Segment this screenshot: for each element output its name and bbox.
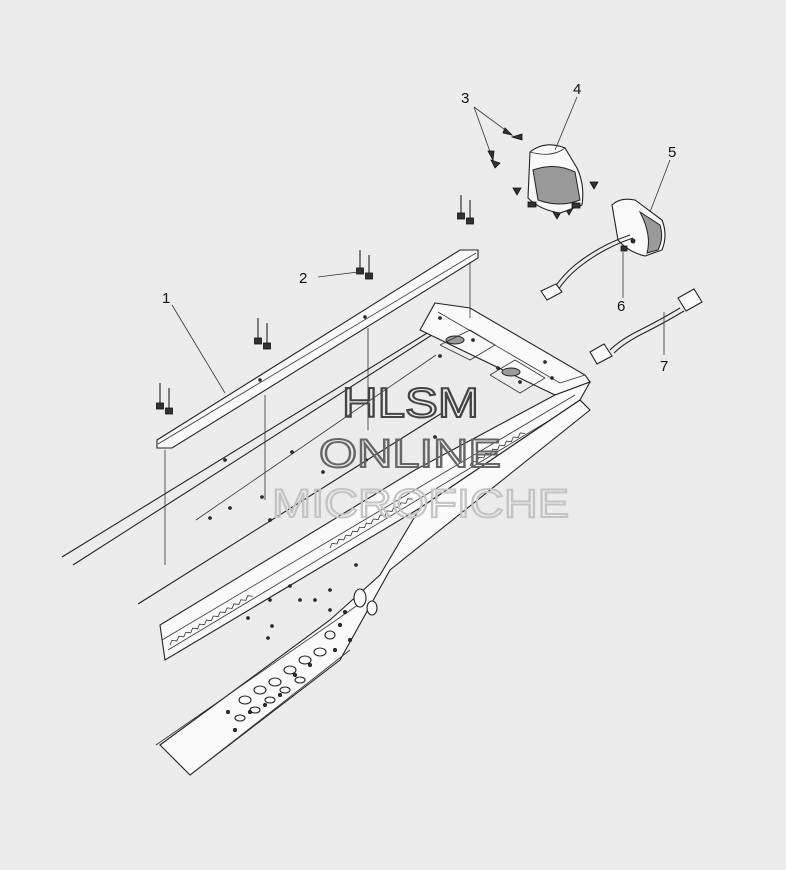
tunnel-edge-mid xyxy=(137,412,443,605)
part-3-screws xyxy=(490,133,599,220)
watermark: HLSM ONLINE MICROFICHE xyxy=(271,378,570,527)
rivet xyxy=(254,318,262,345)
main-harness-connector-bottom xyxy=(589,343,613,365)
screw xyxy=(510,133,523,141)
bracket-outline-1 xyxy=(439,329,496,361)
callout-5: 5 xyxy=(668,144,676,161)
lamp-lens xyxy=(638,210,663,254)
housing-top-edge xyxy=(529,147,566,155)
callout-2: 2 xyxy=(299,270,307,287)
callout-3: 3 xyxy=(461,90,469,107)
side-wall-crease xyxy=(161,394,576,641)
footrest-holes xyxy=(225,588,378,733)
main-harness-connector-top xyxy=(677,288,703,312)
trim-rail-body xyxy=(156,249,479,449)
callout-leaders xyxy=(171,96,671,394)
part-1-trim-rail xyxy=(156,249,479,565)
part-7-main-harness xyxy=(589,288,703,365)
callout-4: 4 xyxy=(573,81,581,98)
watermark-line-3: MICROFICHE xyxy=(272,482,569,526)
rivet xyxy=(263,323,271,350)
rivet xyxy=(165,388,173,415)
running-board-edge-2 xyxy=(189,649,351,776)
housing-tab xyxy=(571,202,581,209)
watermark-line-1: HLSM xyxy=(342,379,479,426)
lamp-terminal xyxy=(630,238,636,244)
callout-7: 7 xyxy=(660,358,668,375)
trim-rail-groove xyxy=(157,252,477,445)
housing-tab xyxy=(527,201,537,208)
harness-connector xyxy=(540,283,563,301)
callout-labels: 1 2 3 4 5 6 7 xyxy=(162,81,676,375)
rivet xyxy=(466,200,474,225)
side-wall-crease-2 xyxy=(167,401,581,651)
part-4-taillight-housing xyxy=(527,144,584,214)
tunnel-edge-mid-inner xyxy=(195,354,437,521)
tunnel-holes xyxy=(208,316,554,640)
rivet xyxy=(156,383,164,410)
bracket-slot-1 xyxy=(445,335,465,345)
tunnel-assembly xyxy=(61,302,592,776)
running-board-edge xyxy=(155,599,366,746)
harness-clip xyxy=(620,245,628,252)
housing-lens-face xyxy=(532,166,581,205)
part-2-rivets xyxy=(156,195,474,415)
main-harness-wire xyxy=(609,307,681,351)
harness-wire-2 xyxy=(557,237,634,291)
rivet xyxy=(365,255,373,280)
callout-6: 6 xyxy=(617,298,625,315)
watermark-line-2: ONLINE xyxy=(319,432,501,476)
tunnel-top-plate-edge xyxy=(437,311,586,384)
leader-5 xyxy=(649,159,671,213)
harness-wire xyxy=(554,234,631,288)
part-6-lamp-harness xyxy=(540,234,634,301)
tunnel-edge-left-inner xyxy=(72,332,436,566)
rivet xyxy=(356,250,364,275)
bracket-slot-2 xyxy=(501,367,521,377)
leader-1 xyxy=(171,304,226,394)
screw xyxy=(589,181,599,190)
part-5-tail-lamp xyxy=(611,198,666,257)
main-harness-wire-2 xyxy=(613,310,685,354)
leader-arrow xyxy=(487,150,495,162)
callout-1: 1 xyxy=(162,290,170,307)
rivet xyxy=(457,195,465,220)
leader-4 xyxy=(554,96,578,151)
leader-2 xyxy=(317,271,359,278)
screw xyxy=(512,187,522,196)
leader-arrow xyxy=(502,127,514,136)
bracket-outline-2 xyxy=(489,359,546,394)
side-wall-teeth xyxy=(169,432,526,646)
running-board xyxy=(159,399,591,776)
screw xyxy=(490,159,501,169)
